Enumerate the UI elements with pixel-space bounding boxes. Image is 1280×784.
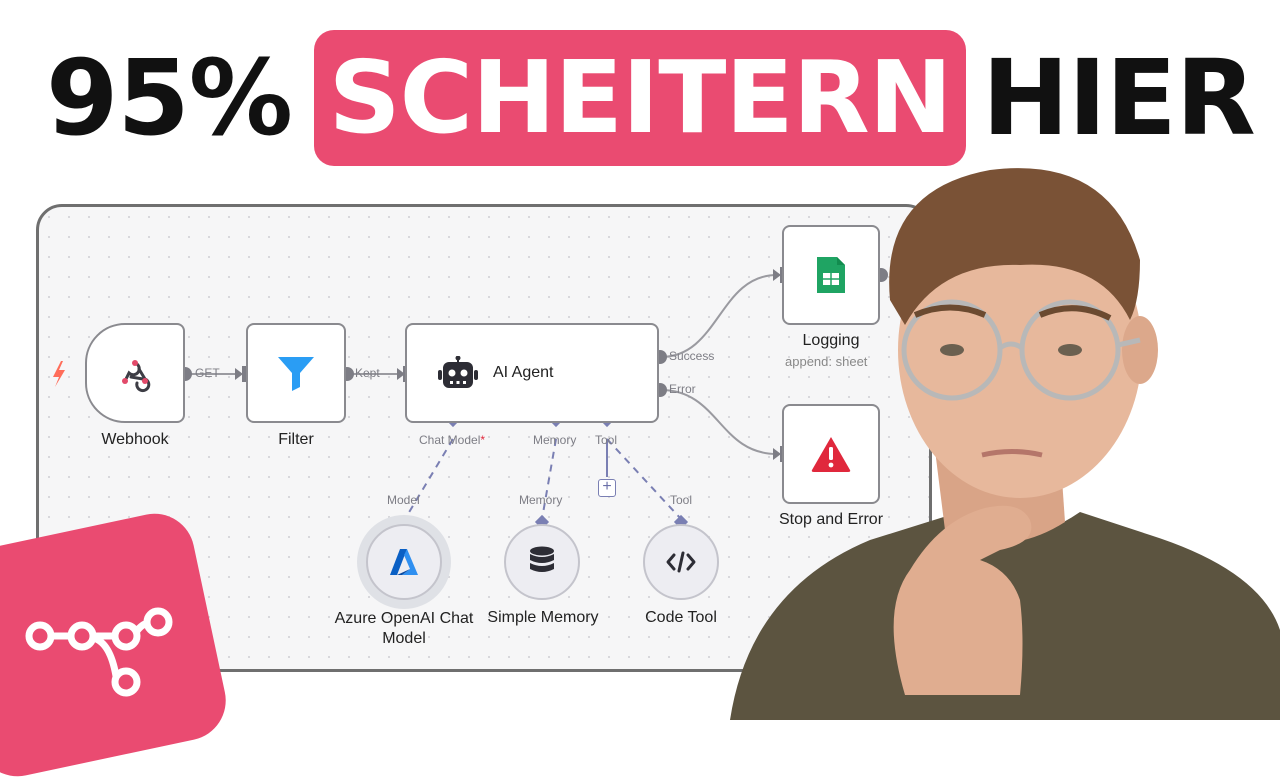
ai-agent-label: AI Agent bbox=[493, 364, 554, 381]
logging-node[interactable] bbox=[782, 225, 880, 325]
port-label-tool: Tool bbox=[595, 433, 618, 447]
webhook-label: Webhook bbox=[101, 431, 169, 448]
wire-agent-stop bbox=[660, 389, 778, 455]
filter-icon bbox=[278, 357, 314, 391]
logging-label: Logging bbox=[802, 332, 860, 349]
azure-icon bbox=[390, 549, 418, 575]
azure-openai-label: Azure OpenAI Chat Model bbox=[334, 610, 474, 647]
add-tool-button[interactable]: + bbox=[598, 479, 616, 497]
hair bbox=[889, 168, 1140, 325]
webhook-icon bbox=[122, 360, 151, 393]
port-label-chat-model: Chat Model* bbox=[419, 433, 486, 447]
warning-icon bbox=[811, 437, 851, 472]
left-brow bbox=[913, 304, 987, 318]
wire-agent-tool bbox=[606, 438, 682, 520]
logging-sublabel: append: sheet bbox=[785, 354, 868, 369]
sub-port-label-model: Model bbox=[387, 493, 420, 507]
code-tool-node[interactable] bbox=[643, 524, 719, 600]
headline-percent: 95% bbox=[46, 37, 293, 159]
google-sheets-icon bbox=[817, 257, 845, 293]
arrow-head bbox=[773, 448, 781, 460]
conn-label-error: Error bbox=[669, 382, 696, 396]
code-icon bbox=[666, 551, 696, 573]
mouth bbox=[981, 449, 1043, 458]
simple-memory-node[interactable] bbox=[504, 524, 580, 600]
wire-agent-model bbox=[404, 438, 454, 520]
webhook-node[interactable] bbox=[85, 323, 185, 423]
wire-agent-memory bbox=[541, 438, 557, 520]
glasses bbox=[901, 299, 1141, 401]
stop-and-error-label: Stop and Error bbox=[778, 511, 884, 528]
headline-highlight-text: SCHEITERN bbox=[328, 39, 953, 156]
presenter-person bbox=[730, 168, 1280, 720]
hand bbox=[893, 505, 1032, 695]
arrow-head bbox=[397, 368, 405, 380]
ear bbox=[1122, 316, 1158, 384]
workflow-canvas[interactable]: Webhook Filter GET Kept AI Agent Success… bbox=[36, 204, 932, 672]
filter-label: Filter bbox=[278, 431, 314, 448]
port-label-memory: Memory bbox=[533, 433, 577, 447]
sub-port-label-tool: Tool bbox=[670, 493, 693, 507]
azure-openai-node[interactable] bbox=[366, 524, 442, 600]
left-eye bbox=[940, 344, 964, 356]
arrow-head bbox=[235, 368, 243, 380]
conn-label-kept: Kept bbox=[355, 366, 380, 380]
arrow-head bbox=[773, 269, 781, 281]
stop-and-error-node[interactable] bbox=[782, 404, 880, 504]
trigger-bolt-icon bbox=[53, 361, 65, 387]
code-tool-label: Code Tool bbox=[645, 609, 717, 626]
conn-label-get: GET bbox=[195, 366, 220, 380]
headline-highlight-pill: SCHEITERN bbox=[314, 30, 966, 166]
right-brow bbox=[1038, 305, 1112, 321]
sub-port-label-memory: Memory bbox=[519, 493, 563, 507]
ai-agent-node[interactable]: AI Agent bbox=[405, 323, 659, 423]
database-icon bbox=[530, 546, 554, 572]
headline-suffix: HIER bbox=[982, 37, 1256, 159]
conn-label-success: Success bbox=[669, 349, 715, 363]
robot-icon bbox=[438, 356, 478, 388]
wire-agent-logging bbox=[660, 274, 778, 358]
input-port[interactable] bbox=[242, 366, 248, 382]
simple-memory-label: Simple Memory bbox=[487, 609, 599, 626]
n8n-logo-icon bbox=[25, 607, 173, 697]
right-eye bbox=[1058, 344, 1082, 356]
headline: 95% SCHEITERN HIER bbox=[0, 0, 1280, 170]
filter-node[interactable] bbox=[246, 323, 346, 423]
